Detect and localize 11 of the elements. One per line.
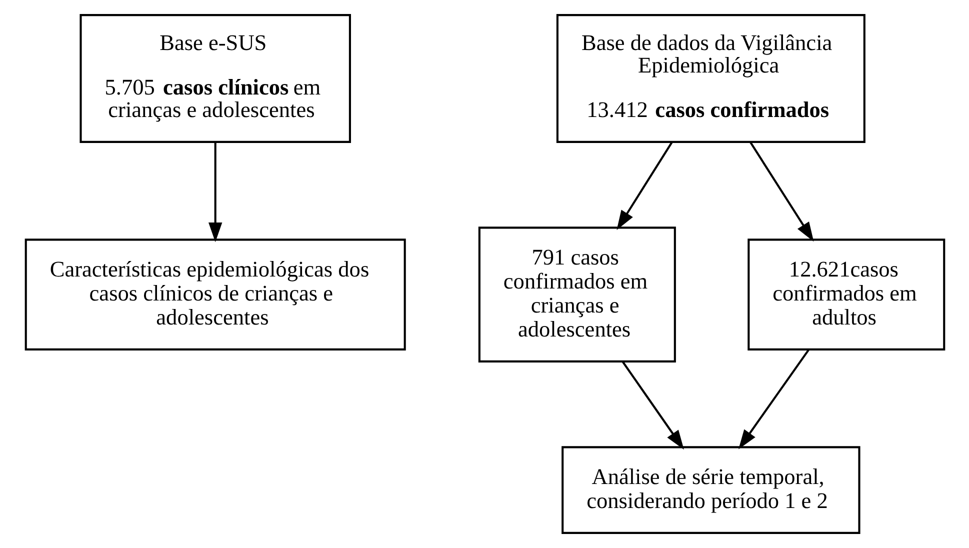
- arrow: [749, 142, 814, 242]
- arrow: [738, 349, 809, 450]
- node-box: 791 casos confirmados em crianças e adolescentes: [478, 226, 676, 362]
- node-box: Base e-SUS 5.705 casos clínicos em crianças e adolescentes: [79, 14, 350, 143]
- node-box: Base de dados da Vigilância Epidemiológica 13.412 casos confirmados: [556, 14, 865, 143]
- node-box: Análise de série temporal, considerando período 1 e 2: [561, 446, 860, 534]
- node-box: Características epidemiológicas dos casos clínicos de crianças e adolescentes: [24, 238, 406, 350]
- node-box: 12.621casos confirmados em adultos: [747, 238, 945, 350]
- arrow: [616, 142, 672, 230]
- arrow: [208, 142, 222, 242]
- arrow: [621, 361, 684, 450]
